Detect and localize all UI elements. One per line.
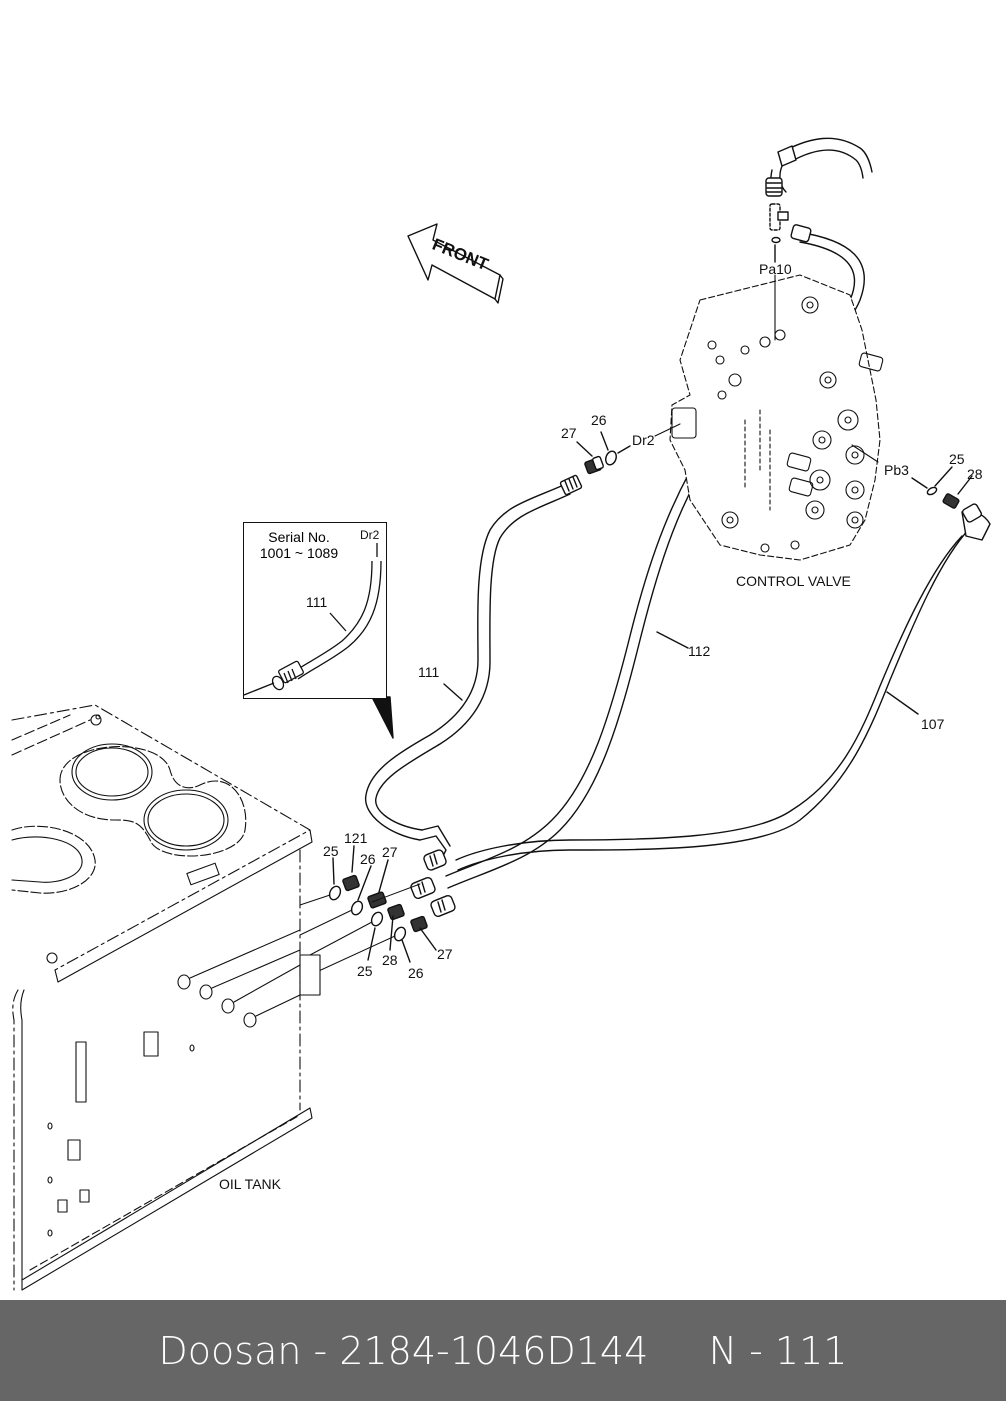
pilot-hose-top (765, 137, 873, 263)
caption-text: Doosan - 2184-1046D144 N - 111 (158, 1328, 848, 1373)
inset-serial-title: Serial No. (268, 529, 330, 545)
port-label-pa10: Pa10 (759, 261, 792, 277)
tank-port-fittings (299, 845, 437, 976)
inset-serial-range: 1001 ~ 1089 (259, 545, 339, 561)
callout-25-tank-top: 25 (323, 843, 339, 859)
callout-28-tank-bottom: 28 (382, 952, 398, 968)
inset-pointer (371, 696, 394, 739)
pb3-fittings (911, 466, 973, 509)
callout-25-pb3: 25 (949, 451, 965, 467)
diagram-linework (11, 137, 991, 1291)
callout-112: 112 (688, 643, 711, 659)
caption-bar: Doosan - 2184-1046D144 N - 111 (0, 1300, 1006, 1401)
parts-diagram: FRONT Pa10 Dr2 Pb3 27 26 25 28 CONTROL V… (11, 137, 991, 1291)
serial-inset-box: Serial No. 1001 ~ 1089 Dr2 111 (243, 522, 387, 699)
callout-26-cv: 26 (591, 412, 607, 428)
callout-28-pb3: 28 (967, 466, 983, 482)
port-label-dr2: Dr2 (632, 432, 655, 448)
inset-serial-block: Serial No. 1001 ~ 1089 (244, 529, 354, 561)
callout-27-tank-top: 27 (382, 844, 398, 860)
port-label-pb3: Pb3 (884, 462, 909, 478)
hose-end-fittings (410, 849, 456, 918)
inset-callout-111: 111 (306, 594, 328, 610)
callout-26-tank-bottom: 26 (408, 965, 424, 981)
hose-107 (455, 503, 991, 871)
label-oil-tank: OIL TANK (219, 1176, 281, 1192)
control-valve-body (654, 274, 884, 561)
inset-port-dr2: Dr2 (360, 528, 380, 542)
inset-hose-drawing (244, 543, 382, 696)
callout-107: 107 (921, 716, 945, 732)
front-arrow-icon (407, 223, 504, 304)
dr2-fittings (576, 431, 631, 475)
callout-27-cv: 27 (561, 425, 577, 441)
callout-25-tank-bottom: 25 (357, 963, 373, 979)
label-control-valve: CONTROL VALVE (736, 573, 851, 589)
callout-27-tank-bottom: 27 (437, 946, 453, 962)
callout-111: 111 (418, 664, 440, 680)
oil-tank (11, 704, 321, 1291)
hose-111 (365, 474, 583, 863)
callout-26-tank-top: 26 (360, 851, 376, 867)
callout-121-tank: 121 (344, 830, 368, 846)
